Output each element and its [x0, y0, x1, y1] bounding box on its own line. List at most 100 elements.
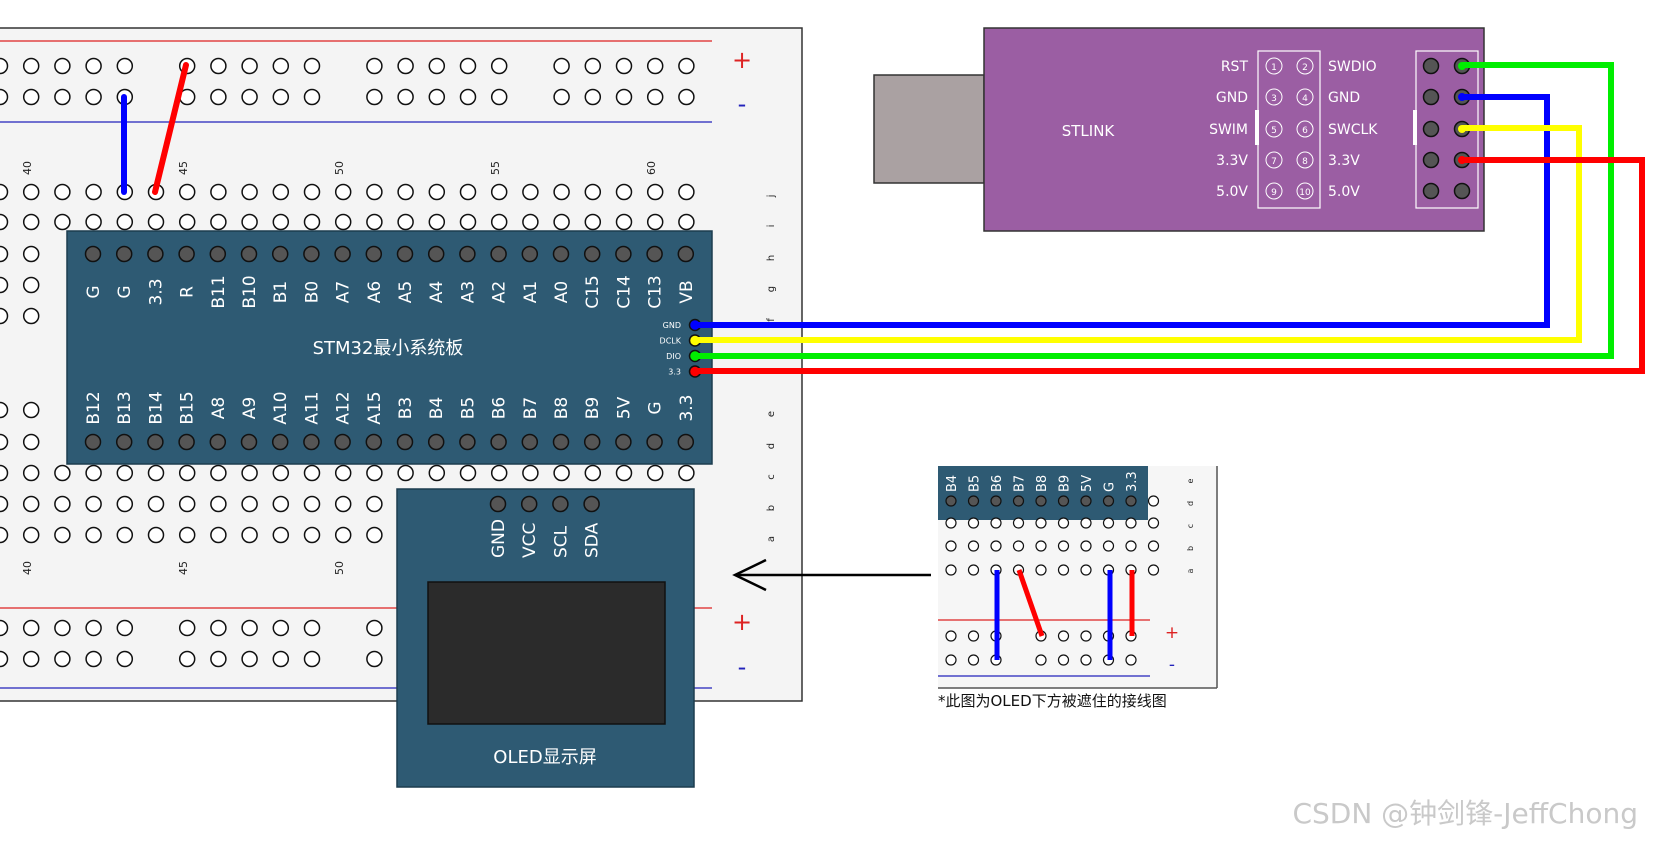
rail-hole [178, 619, 196, 637]
row-letter: f [766, 318, 777, 322]
grid-hole [303, 183, 321, 201]
grid-hole [241, 213, 258, 231]
inset-hole [1012, 495, 1025, 507]
pin-hole [459, 245, 476, 263]
inset-pin-label: B6 [990, 475, 1005, 492]
stm32-pin-label: G [84, 285, 104, 298]
inset-hole [1147, 517, 1160, 529]
inset-hole [967, 495, 980, 507]
pin-number-circle [1265, 182, 1283, 200]
inset-hole [1035, 517, 1047, 529]
grid-hole [210, 183, 227, 201]
pin-hole [240, 433, 258, 451]
grid-hole [490, 183, 508, 201]
pin-hole [615, 245, 632, 263]
pin-number-circle [1296, 182, 1314, 200]
inset-hole [967, 564, 980, 576]
pin-hole [583, 245, 601, 263]
oled-pin-hole [489, 495, 507, 513]
grid-hole [54, 183, 71, 201]
rail-hole [303, 650, 321, 668]
pin-hole [459, 433, 476, 451]
grid-hole [178, 526, 196, 544]
rail-hole [210, 57, 227, 75]
grid-hole [22, 183, 40, 201]
rail-hole [85, 619, 102, 637]
rail-hole [553, 88, 570, 106]
arrow-icon [732, 558, 931, 592]
swd-pin-label: DIO [666, 352, 681, 361]
grid-hole [85, 495, 102, 513]
grid-hole [678, 213, 695, 231]
pin-hole [209, 433, 227, 451]
pin-number-circle [1265, 88, 1283, 106]
pin-hole [84, 245, 102, 263]
stm32-pin-label: B9 [583, 397, 603, 419]
grid-hole [428, 213, 446, 231]
stlink-header-pin [1453, 182, 1471, 200]
inset-rail-hole [967, 630, 980, 642]
stm32-pin-label: B6 [490, 397, 510, 419]
pin-hole [334, 433, 351, 451]
grid-hole [615, 464, 633, 482]
oled-screen [427, 581, 666, 725]
inset-hole [1035, 495, 1047, 507]
stm32-pin-label: B7 [521, 397, 541, 419]
inset-rail-hole [945, 654, 957, 666]
grid-hole [210, 495, 227, 513]
grid-hole [303, 464, 321, 482]
inset-hole [1125, 517, 1137, 529]
inset-hole [1012, 540, 1025, 552]
rail-hole [678, 88, 695, 106]
pin-hole [115, 245, 133, 263]
wire-dio [696, 62, 1614, 359]
stm32-pin-label: G [646, 401, 666, 414]
grid-hole [22, 526, 40, 544]
inset-hole [1102, 540, 1115, 552]
grid-hole [459, 183, 477, 201]
pin-hole [396, 433, 414, 451]
grid-hole [490, 213, 508, 231]
rail-hole [116, 57, 134, 75]
grid-hole [522, 213, 539, 231]
rail-hole [272, 650, 290, 668]
row-letter: i [766, 225, 777, 228]
pin-hole [365, 245, 383, 263]
inset-rail-hole [1057, 654, 1070, 666]
column-number: 45 [177, 161, 190, 175]
column-number: 45 [177, 561, 190, 575]
stlink-right-label: SWDIO [1328, 59, 1377, 75]
rail-hole [490, 57, 508, 75]
oled-pin-label: SCL [551, 525, 571, 558]
grid-hole [0, 526, 9, 544]
stlink-header-pin [1422, 151, 1440, 169]
inset-hole [945, 517, 957, 529]
grid-hole [366, 464, 383, 482]
stm32-pin-label: B15 [178, 391, 198, 424]
grid-hole [85, 213, 102, 231]
pin-hole [552, 245, 570, 263]
pin-hole [677, 433, 695, 451]
row-letter: d [766, 443, 777, 449]
stm32-pin-label: A4 [427, 281, 447, 303]
pin-number: 7 [1271, 157, 1277, 167]
grid-hole [459, 213, 477, 231]
rail-hole [54, 619, 71, 637]
stm32-pin-label: C14 [614, 275, 634, 309]
inset-hole [1080, 564, 1092, 576]
grid-hole [303, 495, 321, 513]
pin-number: 8 [1302, 157, 1308, 167]
rail-hole [22, 88, 40, 106]
rail-hole [54, 650, 71, 668]
grid-hole [522, 464, 539, 482]
rail-hole [303, 88, 321, 106]
rail-hole [366, 88, 383, 106]
oled-pin-hole [552, 495, 569, 513]
stlink-title: STLINK [1062, 122, 1116, 140]
rail-hole [646, 57, 664, 75]
stm32-pin-label: A8 [209, 397, 229, 419]
stm32-pin-label: B4 [427, 397, 447, 419]
grid-hole [22, 276, 40, 294]
